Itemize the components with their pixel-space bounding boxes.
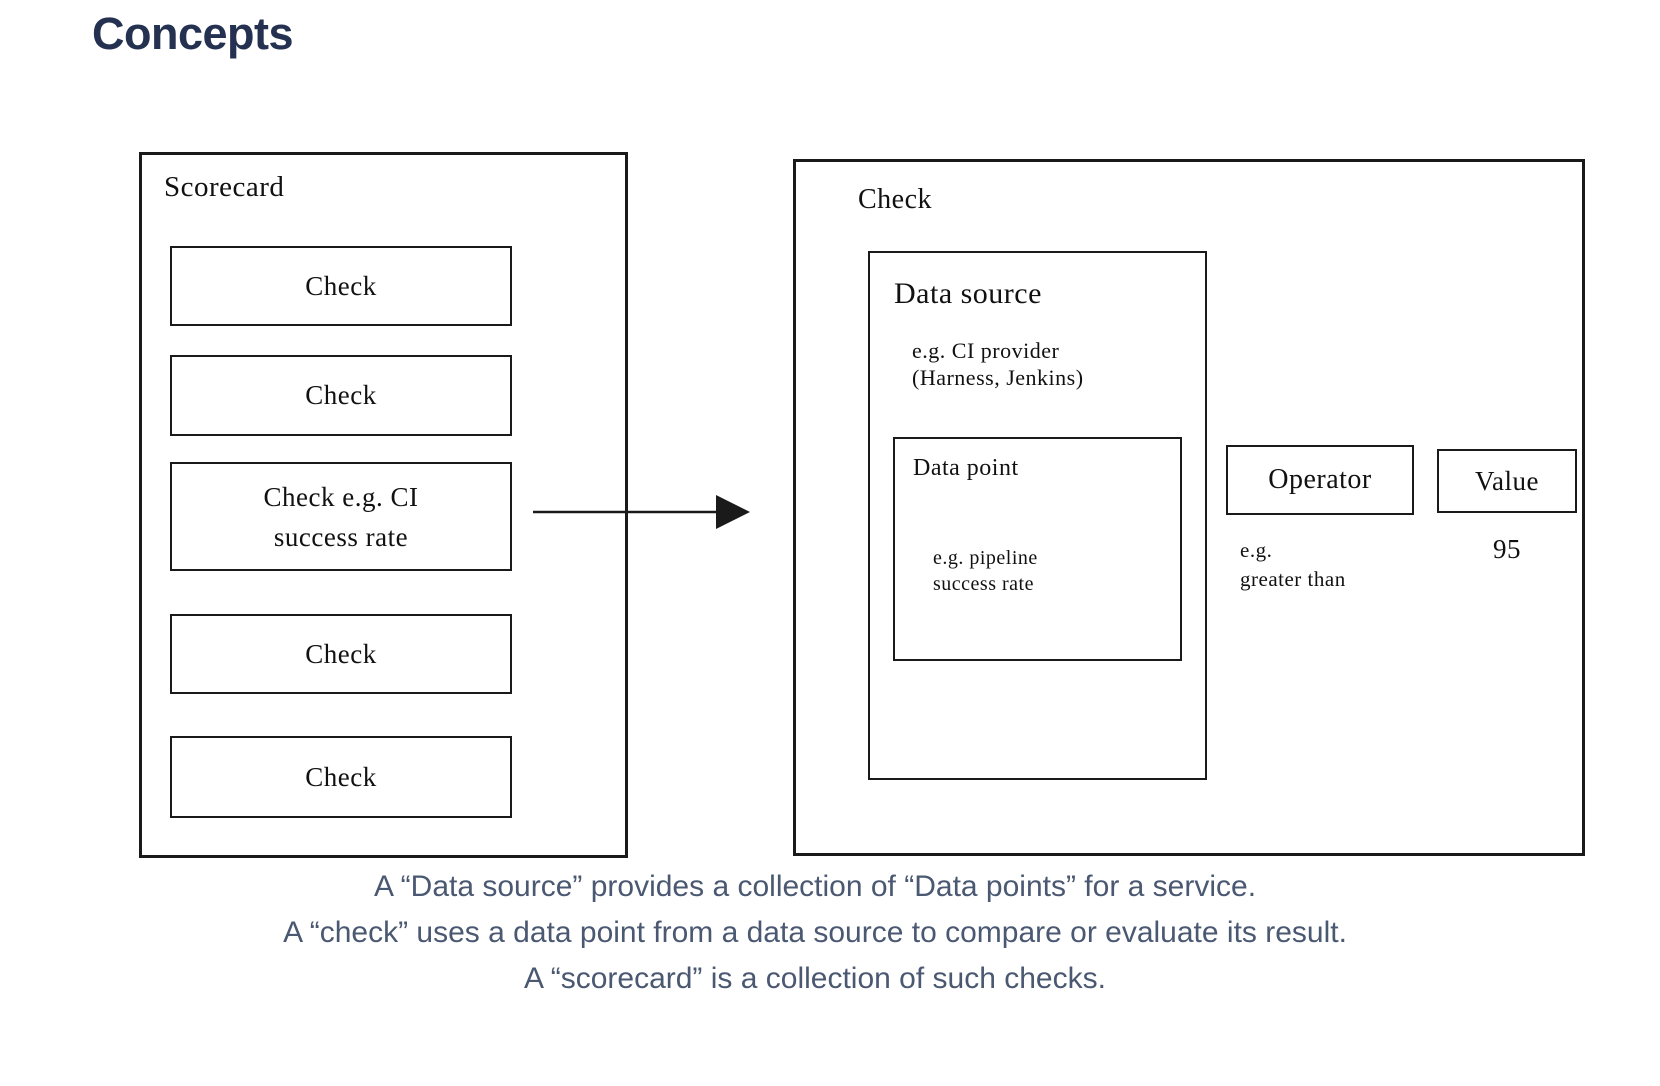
operator-label: Operator <box>1268 464 1372 495</box>
scorecard-box: Scorecard Check Check Check e.g. CI succ… <box>139 152 628 858</box>
check-item-3-label-line2: success rate <box>273 521 409 552</box>
scorecard-label: Scorecard <box>164 171 285 203</box>
data-source-example: e.g. CI provider (Harness, Jenkins) <box>912 337 1084 391</box>
arrow-right-icon <box>533 495 750 529</box>
check-item-2: Check <box>170 355 512 436</box>
operator-box: Operator <box>1226 445 1414 515</box>
data-source-example-line2: (Harness, Jenkins) <box>912 365 1084 390</box>
data-point-label: Data point <box>913 455 1019 481</box>
value-example: 95 <box>1493 534 1521 564</box>
data-point-example-line2: success rate <box>933 573 1034 595</box>
check-item-4-label: Check <box>305 638 377 669</box>
check-item-2-label: Check <box>305 380 377 410</box>
check-item-5-label: Check <box>305 761 377 792</box>
data-source-label: Data source <box>894 277 1042 310</box>
check-item-3-label-line1: Check e.g. CI <box>263 481 419 512</box>
check-detail-label: Check <box>858 184 933 215</box>
data-point-box: Data point e.g. pipeline success rate <box>893 437 1182 661</box>
caption-line-1: A “Data source” provides a collection of… <box>373 870 1257 903</box>
data-source-example-line1: e.g. CI provider <box>912 338 1060 363</box>
check-item-1: Check <box>170 246 512 326</box>
check-item-5: Check <box>170 736 512 818</box>
check-detail-box: Check Data source e.g. CI provider (Harn… <box>793 159 1585 856</box>
value-box: Value <box>1437 449 1577 513</box>
data-source-box: Data source e.g. CI provider (Harness, J… <box>868 251 1207 780</box>
caption-block: A “Data source” provides a collection of… <box>0 864 1630 1002</box>
page-title: Concepts <box>92 8 294 59</box>
caption-line-2: A “check” uses a data point from a data … <box>283 916 1347 949</box>
operator-example-line2: greater than <box>1240 567 1346 591</box>
data-point-example-line1: e.g. pipeline <box>933 547 1038 569</box>
data-point-example: e.g. pipeline success rate <box>933 545 1038 597</box>
operator-example-line1: e.g. <box>1240 538 1273 562</box>
caption-line-3: A “scorecard” is a collection of such ch… <box>524 962 1106 995</box>
check-item-3-ci-success-rate: Check e.g. CI success rate <box>170 462 512 571</box>
check-item-1-label: Check <box>305 270 377 301</box>
value-label: Value <box>1475 465 1539 496</box>
operator-example: e.g. greater than <box>1240 536 1346 594</box>
check-item-4: Check <box>170 614 512 694</box>
